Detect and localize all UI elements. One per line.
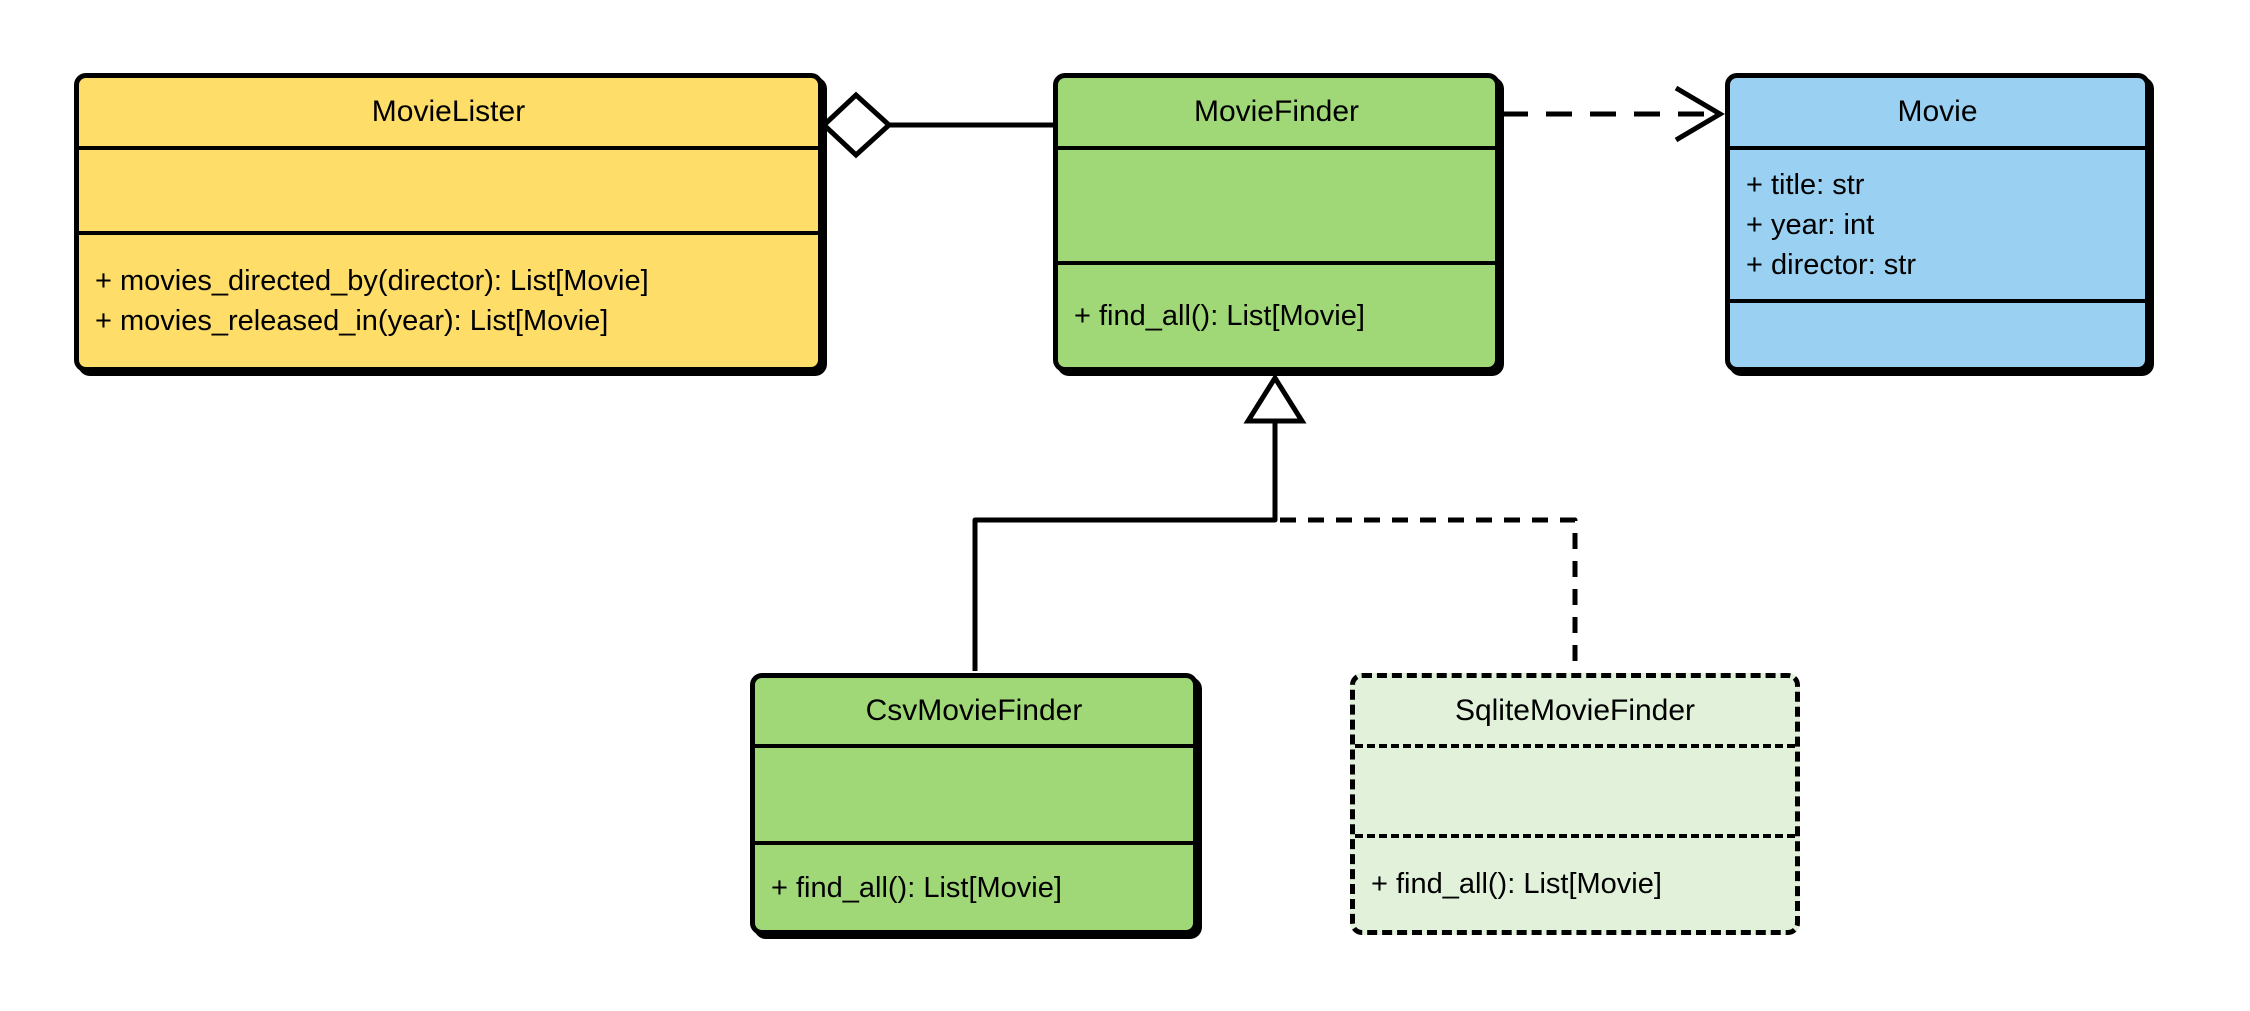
class-title: MovieFinder bbox=[1193, 95, 1360, 128]
open-diamond-icon bbox=[820, 91, 893, 159]
inheritance-line-solid bbox=[972, 423, 1278, 671]
open-arrowhead-icon bbox=[1674, 85, 1725, 143]
class-title: MovieLister bbox=[371, 95, 526, 128]
method: + find_all(): List[Movie] bbox=[1074, 300, 1365, 332]
inheritance-edge-sqlite[interactable] bbox=[1280, 517, 1578, 671]
class-sqlitemoviefinder[interactable]: SqliteMovieFinder + find_all(): List[Mov… bbox=[1350, 673, 1800, 935]
methods-section bbox=[1730, 299, 2145, 367]
methods-section: + find_all(): List[Movie] bbox=[1058, 261, 1495, 367]
hollow-triangle-icon bbox=[1243, 373, 1307, 424]
method: + movies_released_in(year): List[Movie] bbox=[95, 305, 609, 337]
attributes-section bbox=[1355, 744, 1795, 834]
methods-section: + find_all(): List[Movie] bbox=[755, 841, 1193, 930]
dependency-edge[interactable] bbox=[1502, 85, 1725, 143]
class-title: CsvMovieFinder bbox=[865, 694, 1083, 727]
attribute: + year: int bbox=[1746, 208, 1875, 241]
aggregation-edge[interactable] bbox=[820, 91, 1053, 159]
methods-section: + movies_directed_by(director): List[Mov… bbox=[79, 231, 818, 367]
attributes-section bbox=[79, 146, 818, 231]
class-csvmoviefinder[interactable]: CsvMovieFinder + find_all(): List[Movie] bbox=[750, 673, 1198, 935]
class-moviefinder[interactable]: MovieFinder + find_all(): List[Movie] bbox=[1053, 73, 1500, 372]
method: + find_all(): List[Movie] bbox=[771, 871, 1062, 904]
attributes-section bbox=[1058, 146, 1495, 261]
attribute: + director: str bbox=[1746, 248, 1917, 281]
attributes-section bbox=[755, 744, 1193, 841]
class-movielister[interactable]: MovieLister + movies_directed_by(directo… bbox=[74, 73, 823, 372]
class-title: SqliteMovieFinder bbox=[1454, 694, 1696, 727]
attributes-section: + title: str + year: int + director: str bbox=[1730, 146, 2145, 299]
methods-section: + find_all(): List[Movie] bbox=[1355, 834, 1795, 930]
class-title: Movie bbox=[1897, 95, 1978, 128]
inheritance-line-dashed bbox=[1280, 517, 1578, 671]
inheritance-edge-csv[interactable] bbox=[972, 423, 1278, 671]
method: + movies_directed_by(director): List[Mov… bbox=[95, 265, 649, 297]
method: + find_all(): List[Movie] bbox=[1371, 868, 1662, 900]
attribute: + title: str bbox=[1746, 168, 1865, 201]
class-movie[interactable]: Movie + title: str + year: int + directo… bbox=[1725, 73, 2150, 372]
